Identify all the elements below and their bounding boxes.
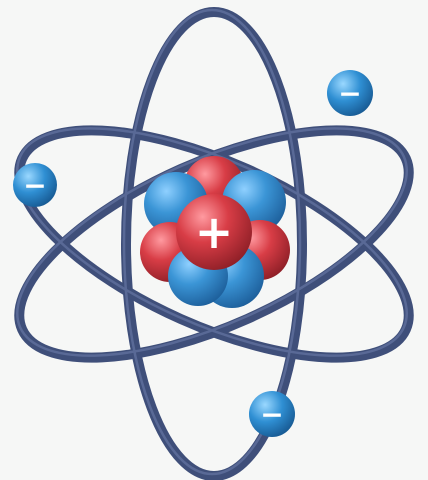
electron-minus-sign: − — [338, 77, 361, 110]
nucleus-plus-sign: + — [195, 205, 234, 259]
nucleus: + — [140, 156, 290, 308]
electron: − — [249, 391, 295, 437]
electron: − — [13, 163, 57, 207]
electron-minus-sign: − — [23, 169, 46, 202]
electron: − — [327, 70, 373, 116]
electron-minus-sign: − — [260, 398, 283, 431]
